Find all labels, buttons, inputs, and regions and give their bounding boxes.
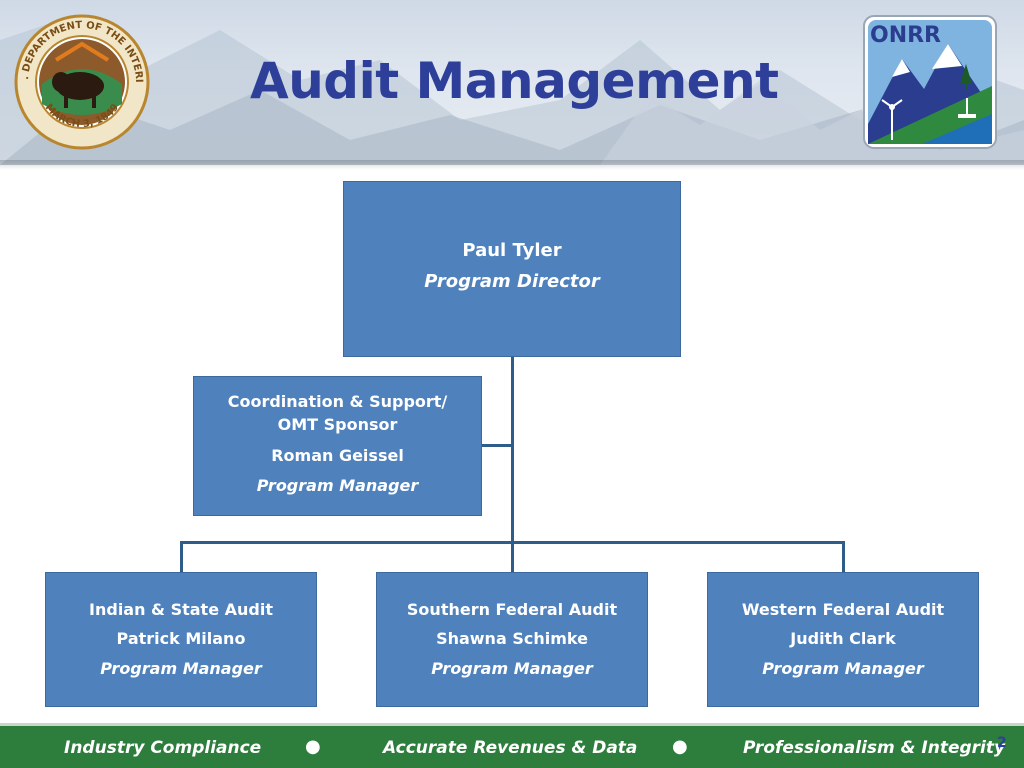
footer-separator: ● <box>305 736 321 757</box>
division-manager-name: Judith Clark <box>790 629 896 648</box>
support-unit-line1: Coordination & Support/ <box>227 392 448 411</box>
onrr-logo-text: ONRR <box>870 23 941 48</box>
org-box-director: Paul Tyler Program Director <box>343 181 681 357</box>
division-unit: Indian & State Audit <box>89 600 273 619</box>
connector-drop-right <box>842 541 845 573</box>
footer-separator: ● <box>672 736 688 757</box>
division-manager-title: Program Manager <box>762 659 924 678</box>
page-number: 2 <box>997 735 1007 751</box>
division-manager-title: Program Manager <box>100 659 262 678</box>
org-box-division: Southern Federal Audit Shawna Schimke Pr… <box>376 572 648 707</box>
division-manager-name: Patrick Milano <box>116 629 246 648</box>
doi-seal-logo: U.S. DEPARTMENT OF THE INTERIOR MARCH 3,… <box>14 14 150 150</box>
header-banner: U.S. DEPARTMENT OF THE INTERIOR MARCH 3,… <box>0 0 1024 165</box>
connector-drop-left <box>180 541 183 573</box>
support-name: Roman Geissel <box>271 446 404 465</box>
connector-support-branch <box>481 444 513 447</box>
footer-item-accurate-revenues: Accurate Revenues & Data <box>383 738 638 758</box>
header-shadow <box>0 160 1024 170</box>
page-title: Audit Management <box>250 52 779 110</box>
org-box-support: Coordination & Support/ OMT Sponsor Roma… <box>193 376 482 516</box>
connector-director-trunk <box>511 356 514 544</box>
division-unit: Western Federal Audit <box>741 600 945 619</box>
director-name: Paul Tyler <box>462 240 562 261</box>
connector-drop-middle <box>511 541 514 573</box>
division-manager-name: Shawna Schimke <box>436 629 588 648</box>
division-unit: Southern Federal Audit <box>406 600 618 619</box>
footer-bar: Industry Compliance ● Accurate Revenues … <box>0 723 1024 768</box>
onrr-logo: ONRR <box>863 15 997 149</box>
support-title: Program Manager <box>256 476 419 495</box>
support-unit-line2: OMT Sponsor <box>277 415 398 434</box>
footer-item-professionalism: Professionalism & Integrity <box>743 738 1006 758</box>
director-title: Program Director <box>424 271 600 292</box>
division-manager-title: Program Manager <box>431 659 593 678</box>
org-box-division: Western Federal Audit Judith Clark Progr… <box>707 572 979 707</box>
org-box-division: Indian & State Audit Patrick Milano Prog… <box>45 572 317 707</box>
footer-item-industry-compliance: Industry Compliance <box>64 738 262 758</box>
